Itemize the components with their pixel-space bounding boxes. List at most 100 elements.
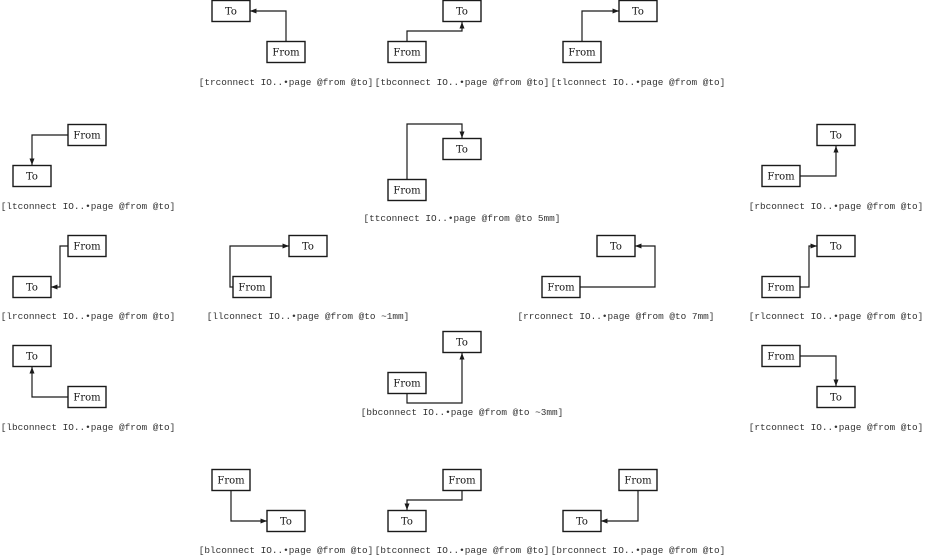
lbconnect-to-label: To [26, 352, 38, 363]
rlconnect-from-node: From [761, 275, 801, 299]
blconnect-from-node: From [211, 468, 251, 492]
tlconnect-caption: [tlconnect IO..•page @from @to] [551, 77, 725, 88]
trconnect-connector [250, 8, 287, 41]
tlconnect-connector [581, 8, 619, 41]
blconnect-to-box [266, 509, 306, 533]
rlconnect-to-box [816, 234, 856, 258]
bbconnect-from-label: From [393, 379, 421, 390]
brconnect-to-label: To [576, 517, 588, 528]
bbconnect-connector [406, 353, 465, 404]
trconnect-to-label: To [225, 7, 237, 18]
rbconnect-from-node: From [761, 164, 801, 188]
brconnect-to-node: To [562, 509, 602, 533]
ltconnect-caption: [ltconnect IO..•page @from @to] [1, 201, 175, 212]
ttconnect-from-node: From [387, 178, 427, 202]
llconnect-caption: [llconnect IO..•page @from @to ~1mm] [207, 311, 410, 322]
llconnect-to-label: To [302, 242, 314, 253]
ltconnect-from-box [67, 123, 107, 147]
ttconnect-from-box [387, 178, 427, 202]
tlconnect-from-label: From [568, 48, 596, 59]
tbconnect-connector [406, 22, 465, 41]
brconnect-caption: [brconnect IO..•page @from @to] [551, 545, 725, 556]
bbconnect-caption: [bbconnect IO..•page @from @to ~3mm] [361, 407, 564, 418]
tbconnect-to-box [442, 0, 482, 23]
ttconnect-to-box [442, 137, 482, 161]
ttconnect-connector [406, 123, 465, 179]
llconnect-from-box [232, 275, 272, 299]
blconnect-from-label: From [217, 476, 245, 487]
rrconnect-to-label: To [610, 242, 622, 253]
btconnect-to-node: To [387, 509, 427, 533]
rrconnect-to-node: To [596, 234, 636, 258]
llconnect-from-node: From [232, 275, 272, 299]
lrconnect-from-node: From [67, 234, 107, 258]
rbconnect-to-label: To [830, 131, 842, 142]
bbconnect-to-label: To [456, 338, 468, 349]
brconnect-from-node: From [618, 468, 658, 492]
tlconnect-from-box [562, 40, 602, 64]
brconnect-from-box [618, 468, 658, 492]
rlconnect-from-box [761, 275, 801, 299]
trconnect-from-box [266, 40, 306, 64]
tbconnect-from-box [387, 40, 427, 64]
lrconnect-from-label: From [73, 242, 101, 253]
blconnect-to-label: To [280, 517, 292, 528]
ltconnect-from-label: From [73, 131, 101, 142]
ttconnect-caption: [ttconnect IO..•page @from @to 5mm] [364, 213, 561, 224]
rlconnect-connector [800, 243, 817, 288]
rbconnect-connector [800, 146, 839, 177]
blconnect-caption: [blconnect IO..•page @from @to] [199, 545, 373, 556]
ltconnect-to-node: To [12, 164, 52, 188]
tbconnect-to-node: To [442, 0, 482, 23]
bbconnect-from-node: From [387, 371, 427, 395]
rtconnect-caption: [rtconnect IO..•page @from @to] [749, 422, 923, 433]
btconnect-to-box [387, 509, 427, 533]
rrconnect-from-box [541, 275, 581, 299]
lbconnect-from-box [67, 385, 107, 409]
bbconnect-to-node: To [442, 330, 482, 354]
trconnect-from-node: From [266, 40, 306, 64]
trconnect-to-node: To [211, 0, 251, 23]
lbconnect-caption: [lbconnect IO..•page @from @to] [1, 422, 175, 433]
tbconnect-from-label: From [393, 48, 421, 59]
lrconnect-to-node: To [12, 275, 52, 299]
rtconnect-to-box [816, 385, 856, 409]
llconnect-to-node: To [288, 234, 328, 258]
rrconnect-to-box [596, 234, 636, 258]
rtconnect-from-box [761, 344, 801, 368]
rrconnect-caption: [rrconnect IO..•page @from @to 7mm] [518, 311, 715, 322]
btconnect-to-label: To [401, 517, 413, 528]
tlconnect-to-box [618, 0, 658, 23]
rtconnect-from-node: From [761, 344, 801, 368]
lbconnect-from-label: From [73, 393, 101, 404]
rbconnect-to-box [816, 123, 856, 147]
ttconnect-to-node: To [442, 137, 482, 161]
ttconnect-to-label: To [456, 145, 468, 156]
brconnect-connector [601, 491, 639, 524]
tbconnect-caption: [tbconnect IO..•page @from @to] [375, 77, 549, 88]
blconnect-from-box [211, 468, 251, 492]
blconnect-connector [230, 491, 267, 524]
rtconnect-to-label: To [830, 393, 842, 404]
ltconnect-to-box [12, 164, 52, 188]
btconnect-from-node: From [442, 468, 482, 492]
trconnect-caption: [trconnect IO..•page @from @to] [199, 77, 373, 88]
lrconnect-from-box [67, 234, 107, 258]
rrconnect-from-label: From [547, 283, 575, 294]
trconnect-from-label: From [272, 48, 300, 59]
bbconnect-from-box [387, 371, 427, 395]
lrconnect-caption: [lrconnect IO..•page @from @to] [1, 311, 175, 322]
rbconnect-to-node: To [816, 123, 856, 147]
rlconnect-caption: [rlconnect IO..•page @from @to] [749, 311, 923, 322]
rrconnect-connector [580, 243, 656, 288]
ltconnect-connector [29, 134, 68, 165]
rtconnect-to-node: To [816, 385, 856, 409]
ltconnect-to-label: To [26, 172, 38, 183]
lbconnect-from-node: From [67, 385, 107, 409]
brconnect-from-label: From [624, 476, 652, 487]
tbconnect-from-node: From [387, 40, 427, 64]
lbconnect-connector [29, 367, 68, 398]
trconnect-to-box [211, 0, 251, 23]
rbconnect-from-label: From [767, 172, 795, 183]
